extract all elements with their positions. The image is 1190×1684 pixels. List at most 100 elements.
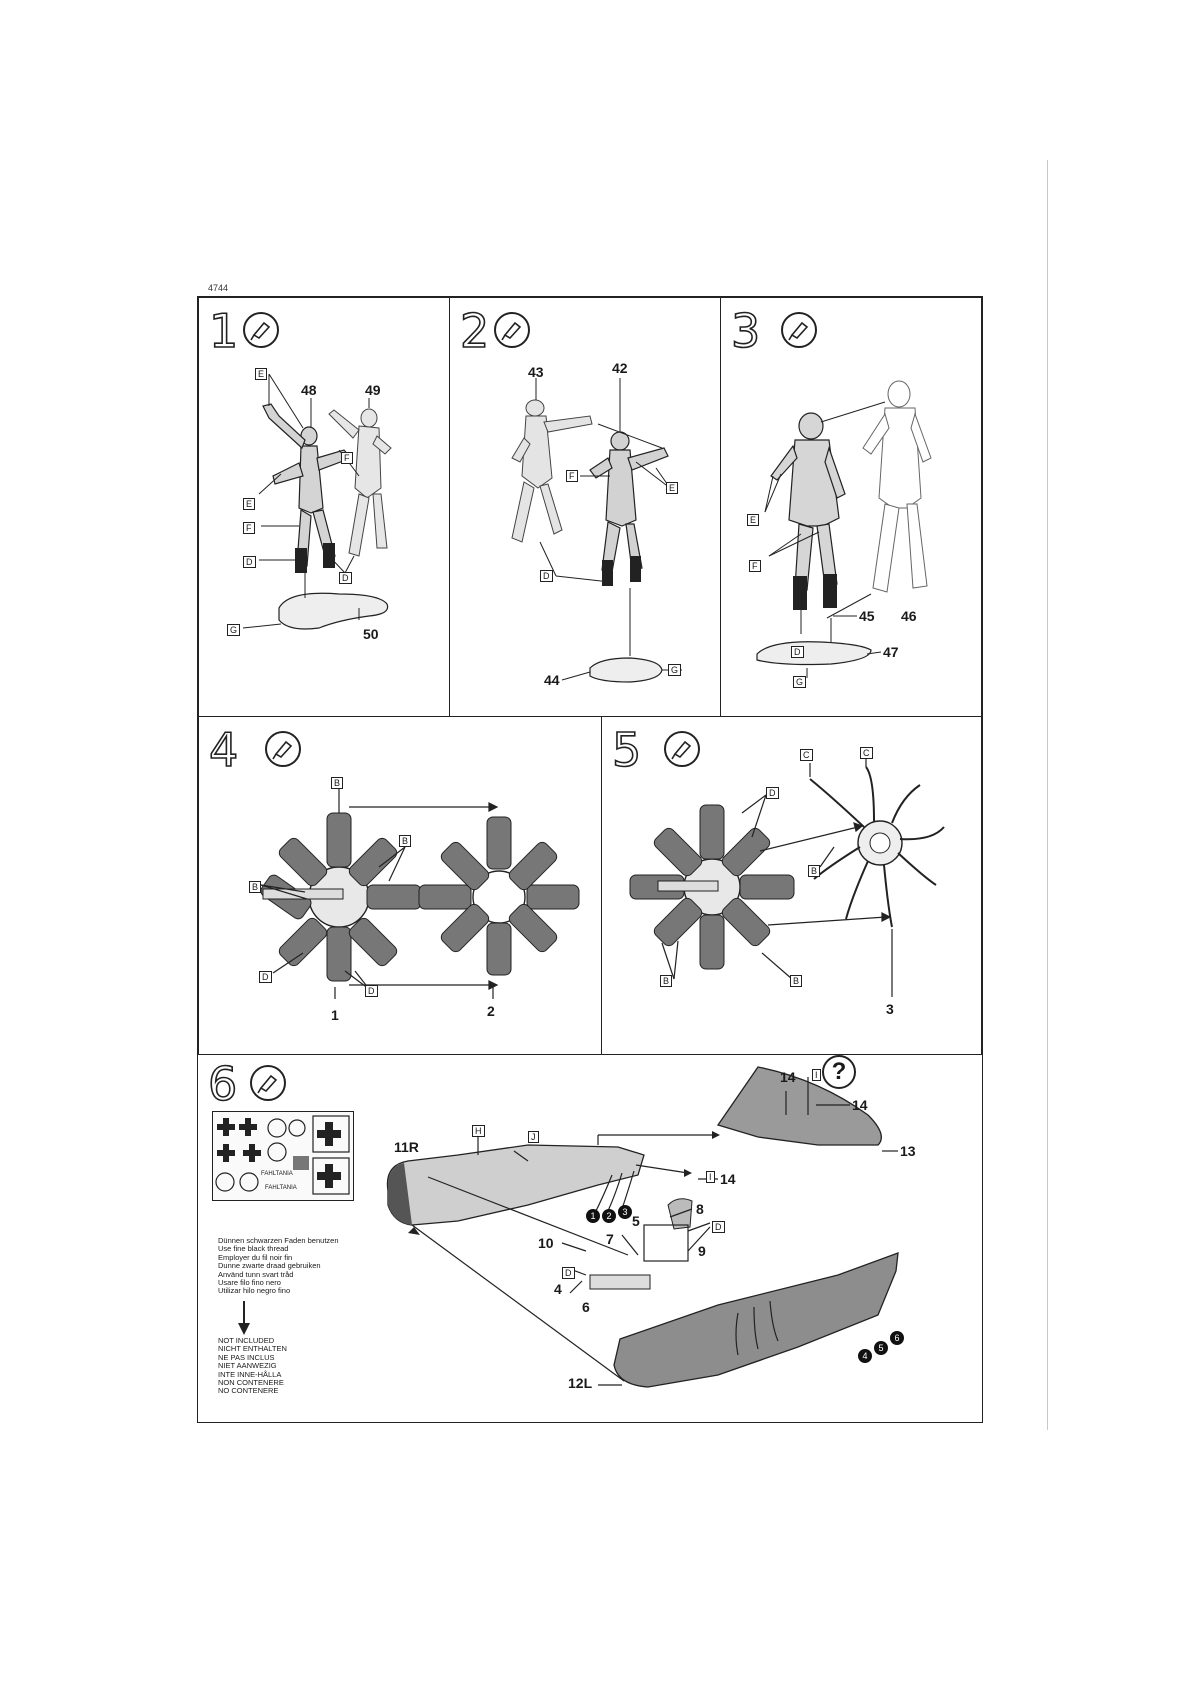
not-included-line: NOT INCLUDED (218, 1336, 275, 1345)
document-number: 4744 (208, 283, 229, 293)
not-included-line: INTE INNE-HÅLLA (218, 1369, 282, 1379)
not-included-line: NIET AANWEZIG (218, 1361, 277, 1371)
sprue-flag: B (249, 881, 262, 893)
decal-sheet: FAHLTANIA FAHLTANIA (212, 1111, 354, 1201)
glue-icon (243, 312, 279, 348)
sprue-flag: D (259, 971, 272, 983)
sprue-flag: F (566, 470, 578, 482)
sprue-flag: G (668, 664, 682, 676)
sprue-flag: B (790, 975, 803, 987)
rigging-dot: 6 (890, 1331, 904, 1345)
figure-48-drawing (242, 373, 392, 630)
part-callout: 13 (900, 1143, 916, 1159)
sprue-flag: I (706, 1171, 715, 1183)
thread-note-line: Use fine black thread (218, 1244, 289, 1254)
sprue-flag: D (339, 572, 352, 584)
glue-icon (494, 312, 530, 348)
not-included-line: NO CONTENERE (218, 1386, 279, 1396)
engine-pushrods-drawing (629, 751, 945, 997)
part-callout: 8 (696, 1201, 704, 1217)
sprue-flag: D (766, 787, 779, 799)
step-number: 4 (208, 723, 239, 777)
sprue-flag: E (255, 368, 268, 380)
step-2-panel: 2 (449, 297, 721, 717)
sprue-flag: D (562, 1267, 575, 1279)
sprue-flag: G (227, 624, 241, 636)
part-callout: 6 (582, 1299, 590, 1315)
rigging-dot: 5 (874, 1341, 888, 1355)
sprue-flag: F (749, 560, 761, 572)
sprue-flag: D (791, 646, 804, 658)
step-number: 1 (208, 304, 239, 358)
sprue-flag: G (793, 676, 807, 688)
sprue-flag: C (800, 749, 813, 761)
thread-note-line: Dunne zwarte draad gebruiken (218, 1261, 321, 1271)
rigging-dot: 4 (858, 1349, 872, 1363)
step-5-panel: 5 (601, 716, 982, 1055)
sprue-flag: J (528, 1131, 539, 1143)
part-callout: 14 (720, 1171, 736, 1187)
sprue-flag: I (812, 1069, 821, 1081)
part-callout: 47 (883, 644, 899, 660)
sprue-flag: D (243, 556, 256, 568)
glue-icon (265, 731, 301, 767)
part-callout: 11R (394, 1139, 419, 1155)
part-callout: 5 (632, 1213, 640, 1229)
part-callout: 14 (852, 1097, 868, 1113)
step-number: 6 (207, 1057, 238, 1111)
step-number: 2 (459, 304, 490, 358)
sprue-flag: E (243, 498, 256, 510)
iron-cross-decals (215, 1115, 350, 1195)
decal-label: FAHLTANIA (261, 1171, 293, 1177)
part-callout: 2 (487, 1003, 495, 1019)
sprue-flag: B (331, 777, 344, 789)
step-number: 5 (611, 723, 642, 777)
sprue-flag: B (660, 975, 673, 987)
radial-engine-drawing (260, 789, 580, 999)
part-callout: 46 (901, 608, 917, 624)
question-mark-icon: ? (822, 1055, 856, 1089)
sprue-flag: E (747, 514, 760, 526)
part-callout: 10 (538, 1235, 554, 1251)
step-1-panel: 1 (198, 297, 450, 717)
sprue-flag: B (808, 865, 821, 877)
page-edge-line (1047, 160, 1048, 1430)
figure-42-drawing (511, 378, 682, 683)
sprue-flag: D (540, 570, 553, 582)
step-number: 3 (730, 304, 761, 358)
figure-45-drawing (756, 380, 932, 678)
rigging-dot: 1 (586, 1209, 600, 1223)
part-callout: 4 (554, 1281, 562, 1297)
part-callout: 1 (331, 1007, 339, 1023)
glue-icon (250, 1065, 286, 1101)
part-callout: 12L (568, 1375, 593, 1391)
sprue-flag: H (472, 1125, 485, 1137)
rigging-dot: 3 (618, 1205, 632, 1219)
thread-note: Dünnen schwarzen Faden benutzen Use fine… (218, 1236, 368, 1296)
glue-icon (781, 312, 817, 348)
not-included-note: NOT INCLUDED NICHT ENTHALTEN NE PAS INCL… (218, 1336, 368, 1396)
step-4-panel: 4 (198, 716, 602, 1055)
thread-note-line: Employer du fil noir fin (218, 1252, 293, 1262)
part-callout: 42 (612, 360, 628, 376)
sprue-flag: B (399, 835, 412, 847)
part-callout: 44 (544, 672, 560, 688)
part-callout: 45 (859, 608, 875, 624)
sprue-flag: F (341, 452, 353, 464)
part-callout: 9 (698, 1243, 706, 1259)
thread-note-line: Använd tunn svart tråd (218, 1269, 294, 1279)
thread-note-line: Dünnen schwarzen Faden benutzen (218, 1236, 339, 1245)
part-callout: 3 (886, 1001, 894, 1017)
part-callout: 43 (528, 364, 544, 380)
sprue-flag: D (712, 1221, 725, 1233)
not-included-line: NICHT ENTHALTEN (218, 1344, 287, 1354)
glue-icon (664, 731, 700, 767)
step-6-panel: 6 FAHLTA (198, 1054, 982, 1422)
part-callout: 14 (780, 1069, 796, 1085)
step-3-panel: 3 (720, 297, 982, 717)
decal-label: FAHLTANIA (265, 1185, 297, 1191)
thread-note-line: Utilizar hilo negro fino (218, 1286, 291, 1296)
rigging-dot: 2 (602, 1209, 616, 1223)
part-callout: 50 (363, 626, 379, 642)
sprue-flag: F (243, 522, 255, 534)
